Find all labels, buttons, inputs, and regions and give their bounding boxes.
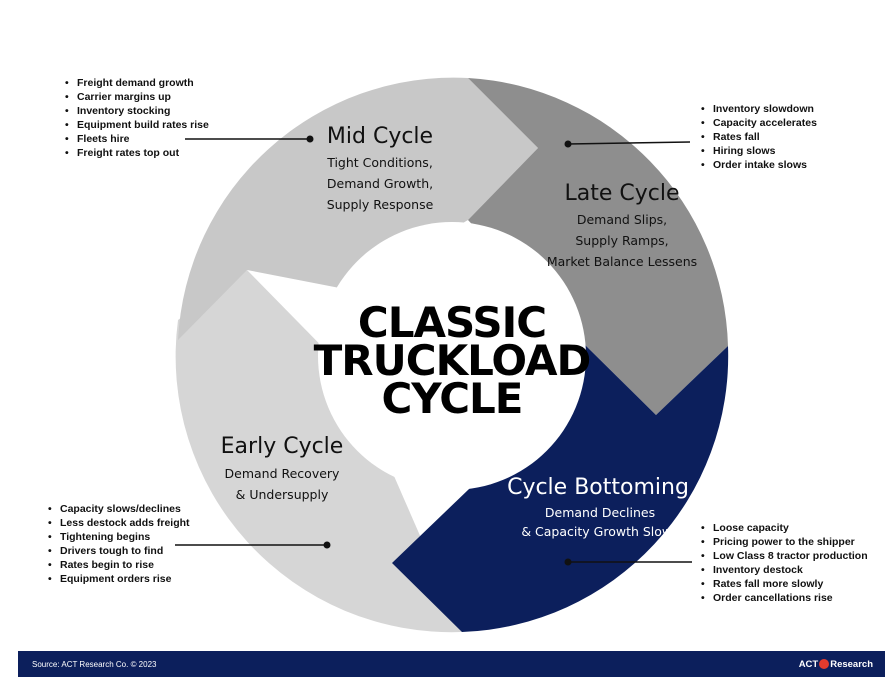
late-cycle-bullet: Hiring slows: [700, 145, 817, 159]
late-cycle-bullet: Rates fall: [700, 131, 817, 145]
late-cycle-line2: Supply Ramps,: [575, 233, 668, 248]
early-cycle-bullet: Drivers tough to find: [47, 545, 190, 559]
logo-text-research: Research: [830, 658, 873, 670]
mid-cycle-bullet-list: Freight demand growth Carrier margins up…: [64, 77, 209, 160]
cycle-bottoming-bullet: Inventory destock: [700, 564, 868, 578]
late-cycle-bullet: Inventory slowdown: [700, 103, 817, 117]
logo-text-act: ACT: [798, 658, 819, 670]
early-cycle-title: Early Cycle: [221, 434, 344, 459]
early-cycle-segment: [175, 270, 462, 633]
mid-cycle-bullet: Inventory stocking: [64, 105, 209, 119]
early-cycle-connector: [175, 541, 331, 549]
late-cycle-line3: Market Balance Lessens: [547, 254, 697, 269]
cycle-bottoming-bullet-list: Loose capacity Pricing power to the ship…: [700, 522, 868, 605]
early-cycle-bullet: Capacity slows/declines: [47, 503, 190, 517]
cycle-bottoming-line1: Demand Declines: [545, 505, 655, 520]
early-cycle-line2: & Undersupply: [236, 487, 329, 502]
cycle-bottoming-title: Cycle Bottoming: [507, 475, 689, 500]
cycle-bottoming-bullet: Rates fall more slowly: [700, 578, 868, 592]
late-cycle-bullet-list: Inventory slowdown Capacity accelerates …: [700, 103, 817, 173]
center-title-line2: TRUCKLOAD: [314, 336, 591, 385]
cycle-bottoming-bullet: Pricing power to the shipper: [700, 536, 868, 550]
mid-cycle-line1: Tight Conditions,: [326, 155, 433, 170]
act-research-logo: ACT Research: [799, 659, 873, 670]
mid-cycle-bullet: Carrier margins up: [64, 91, 209, 105]
late-cycle-title: Late Cycle: [564, 181, 679, 206]
early-cycle-line1: Demand Recovery: [225, 466, 341, 481]
mid-cycle-line2: Demand Growth,: [327, 176, 433, 191]
late-cycle-connector: [564, 140, 691, 148]
center-title-line1: CLASSIC: [358, 298, 546, 347]
cycle-bottoming-bullet: Order cancellations rise: [700, 592, 868, 606]
early-cycle-bullet: Less destock adds freight: [47, 517, 190, 531]
early-cycle-bullet: Rates begin to rise: [47, 559, 190, 573]
late-cycle-line1: Demand Slips,: [577, 212, 667, 227]
cycle-bottoming-segment: [392, 340, 729, 632]
early-cycle-bullet: Tightening begins: [47, 531, 190, 545]
early-cycle-bullet-list: Capacity slows/declines Less destock add…: [47, 503, 190, 586]
footer-bar: Source: ACT Research Co. © 2023 ACT Rese…: [18, 651, 885, 677]
logo-mark-icon: [819, 659, 830, 669]
cycle-bottoming-line2: & Capacity Growth Slows: [521, 524, 678, 539]
cycle-bottoming-connector: [564, 558, 692, 566]
mid-cycle-line3: Supply Response: [327, 197, 434, 212]
cycle-bottoming-bullet: Low Class 8 tractor production: [700, 550, 868, 564]
mid-cycle-segment: [178, 77, 538, 341]
early-cycle-bullet: Equipment orders rise: [47, 573, 190, 587]
center-title-line3: CYCLE: [381, 374, 522, 423]
cycle-bottoming-bullet: Loose capacity: [700, 522, 868, 536]
mid-cycle-bullet: Freight demand growth: [64, 77, 209, 91]
mid-cycle-bullet: Freight rates top out: [64, 147, 209, 161]
late-cycle-bullet: Order intake slows: [700, 159, 817, 173]
mid-cycle-bullet: Fleets hire: [64, 133, 209, 147]
center-circle: [318, 222, 586, 490]
mid-cycle-bullet: Equipment build rates rise: [64, 119, 209, 133]
late-cycle-bullet: Capacity accelerates: [700, 117, 817, 131]
mid-cycle-title: Mid Cycle: [327, 124, 433, 149]
source-text: Source: ACT Research Co. © 2023: [32, 659, 157, 669]
late-cycle-segment: [468, 78, 728, 415]
